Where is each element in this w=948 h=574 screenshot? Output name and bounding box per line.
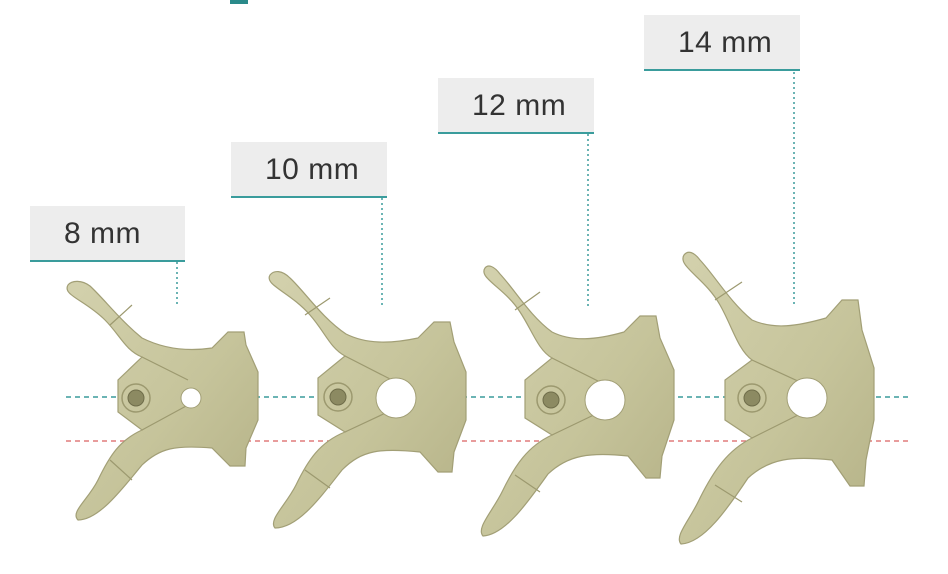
hole-14 <box>786 377 828 419</box>
hole-10 <box>375 377 417 419</box>
label-10mm: 10 mm <box>231 142 387 198</box>
hole-12 <box>584 379 626 421</box>
label-14mm: 14 mm <box>644 15 800 71</box>
pin-8 <box>127 389 145 407</box>
label-8mm: 8 mm <box>30 206 185 262</box>
hole-8 <box>180 387 202 409</box>
pin-10 <box>329 388 347 406</box>
pin-14 <box>743 389 761 407</box>
pin-12 <box>542 391 560 409</box>
spacer-part-12mm <box>480 265 675 537</box>
spacer-part-14mm <box>678 251 875 545</box>
spacer-part-8mm <box>66 280 259 521</box>
label-12mm: 12 mm <box>438 78 594 134</box>
header-accent <box>230 0 248 4</box>
spacer-part-10mm <box>268 271 467 529</box>
